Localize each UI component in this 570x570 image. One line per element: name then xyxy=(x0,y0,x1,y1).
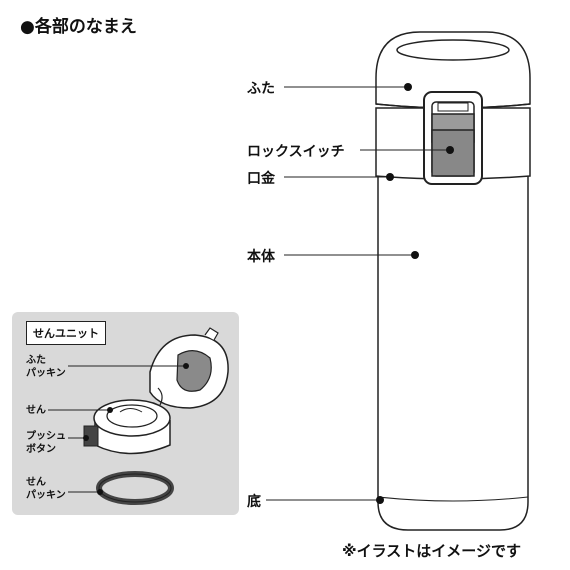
label-lid: ふた xyxy=(247,81,275,97)
inset-label-push-button: プッシュボタン xyxy=(26,431,66,455)
label-lock-switch: ロックスイッチ xyxy=(247,144,345,160)
illustration-note: ※イラストはイメージです xyxy=(342,542,521,560)
inset-label-lid-packing: ふたパッキン xyxy=(26,355,66,379)
inset-title: せんユニット xyxy=(26,321,106,345)
bottle-body xyxy=(377,169,529,531)
label-mouth: 口金 xyxy=(247,171,275,187)
label-body: 本体 xyxy=(247,249,275,265)
label-bottom: 底 xyxy=(247,494,261,510)
stopper-unit-drawing xyxy=(83,327,229,505)
inset-label-stopper: せん xyxy=(26,405,46,416)
page-title: ●各部のなまえ xyxy=(20,17,137,37)
inset-label-stopper-packing: せんパッキン xyxy=(26,477,66,501)
lid-top xyxy=(396,39,510,61)
